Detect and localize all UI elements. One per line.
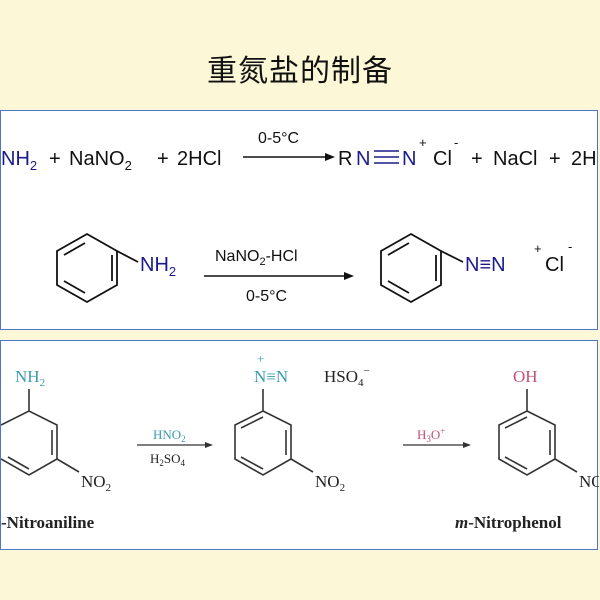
general-triple-bond [374, 150, 399, 164]
benzene-equation: NH2 NaNO2-HCl 0-5°C N≡N + Cl [56, 232, 572, 305]
step1-bottom-reagent: H2SO4 [150, 451, 186, 468]
start-name: -Nitroaniline [1, 513, 95, 532]
general-plus-2: + [157, 148, 169, 170]
nitro-end: OH NO m-Nitrophenol [455, 367, 600, 532]
nitro-start: NH2 NO2 -Nitroaniline [0, 367, 111, 532]
general-product-r: R [338, 148, 352, 170]
benzene-arrow [204, 272, 354, 280]
start-nitro-group: NO2 [81, 472, 111, 494]
nitro-scheme-svg: NH2 NO2 -Nitroaniline HNO2 H2SO4 [0, 351, 600, 532]
nitro-scheme-panel: NH2 NO2 -Nitroaniline HNO2 H2SO4 [0, 340, 600, 550]
general-product-n2: N [402, 148, 416, 170]
step1: HNO2 H2SO4 [137, 427, 213, 468]
diazotization-svg: NH2 + NaNO2 + 2HCl 0-5°C R N N + [1, 130, 597, 305]
end-nitro-group: NO [579, 472, 599, 491]
general-cl-charge: - [454, 135, 458, 150]
general-tail: 2H [571, 148, 597, 170]
general-nano2: NaNO2 [69, 148, 132, 173]
benzene-reagent-top: NaNO2-HCl [215, 248, 298, 268]
general-plus-4: + [549, 148, 561, 170]
benzene-ring-reactant [56, 232, 139, 304]
end-name: m-Nitrophenol [455, 513, 562, 532]
general-product-cl: Cl [433, 148, 452, 170]
step2-arrow [403, 442, 471, 448]
step1-arrow [137, 442, 213, 448]
general-hcl: 2HCl [177, 148, 221, 170]
step2-top-reagent: H3O+ [417, 426, 445, 444]
end-ring [498, 389, 578, 476]
general-plus-3: + [471, 148, 483, 170]
benzene-reagent-bottom: 0-5°C [246, 288, 287, 305]
general-condition: 0-5°C [258, 130, 299, 147]
general-product-charge: + [419, 135, 427, 150]
mid-plus: + [257, 351, 264, 366]
benzene-cl-charge: - [568, 239, 572, 254]
mid-ring [234, 389, 314, 476]
benzene-amine-group: NH2 [140, 254, 176, 279]
page-title: 重氮盐的制备 [207, 54, 393, 89]
benzene-product-cl: Cl [545, 254, 564, 276]
mid-nitro-group: NO2 [315, 472, 345, 494]
step2: H3O+ [403, 426, 471, 448]
start-amine-group: NH2 [15, 367, 45, 389]
diazotization-panel: NH2 + NaNO2 + 2HCl 0-5°C R N N + [0, 110, 598, 330]
benzene-ring-product [380, 232, 464, 304]
general-nh2: NH2 [1, 148, 37, 173]
benzene-product-charge: + [534, 241, 542, 256]
general-equation: NH2 + NaNO2 + 2HCl 0-5°C R N N + [1, 130, 597, 173]
start-ring [0, 389, 80, 476]
mid-anion: HSO4− [324, 365, 370, 389]
general-product-n1: N [356, 148, 370, 170]
benzene-product-group: N≡N [465, 254, 506, 276]
general-plus-1: + [49, 148, 61, 170]
mid-diazo-group: N≡N [254, 367, 288, 386]
step1-top-reagent: HNO2 [153, 427, 186, 444]
end-oh-group: OH [513, 367, 538, 386]
general-arrow [243, 153, 335, 161]
general-nacl: NaCl [493, 148, 537, 170]
nitro-mid: + N≡N HSO4− NO2 [234, 351, 370, 494]
